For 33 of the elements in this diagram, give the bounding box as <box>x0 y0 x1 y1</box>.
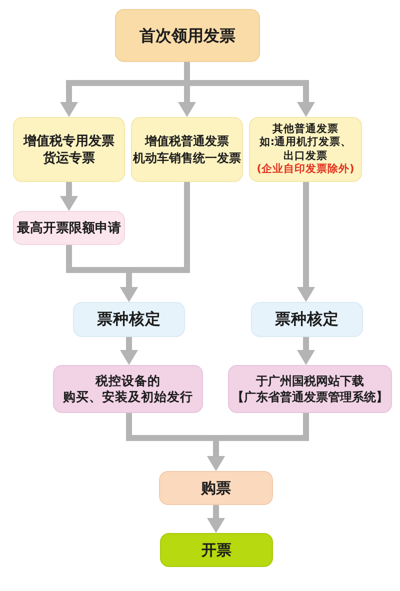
step-label: 首次领用发票 <box>140 26 236 46</box>
exception-note: (企业自印发票除外) <box>256 163 354 176</box>
arrow <box>120 182 190 302</box>
step-label: 税控设备的购买、安装及初始发行 <box>62 373 194 405</box>
step-label: 票种核定 <box>97 310 161 329</box>
arrow <box>120 337 138 365</box>
process-box <box>13 211 125 245</box>
example-text: 如:通用机打发票、出口发票 <box>258 136 353 163</box>
arrow <box>297 337 315 365</box>
step-label: 于广州国税网站下载【广东省普通发票管理系统】 <box>232 373 388 405</box>
arrow <box>207 413 309 471</box>
invoice-type-label: 货运专票 <box>43 150 95 166</box>
arrow <box>207 505 225 533</box>
process-box <box>73 302 185 337</box>
process-box <box>13 117 125 182</box>
process-box <box>249 117 362 182</box>
process-box <box>53 365 203 413</box>
invoice-type-label: 机动车销售统一发票 <box>133 150 241 166</box>
invoice-type-label: 增值税专用发票 <box>24 132 114 150</box>
process-box <box>160 533 273 567</box>
step-label: 最高开票限额申请 <box>17 220 121 236</box>
arrow <box>297 182 315 302</box>
process-box <box>131 117 243 182</box>
invoice-type-label: 增值税普通发票 <box>145 132 229 150</box>
step-label: 票种核定 <box>275 310 339 329</box>
process-box <box>228 365 392 413</box>
process-box <box>159 471 273 505</box>
process-box <box>115 9 260 62</box>
step-label: 开票 <box>202 540 232 560</box>
category-heading: 其他普通发票 <box>272 122 338 136</box>
process-box <box>251 302 363 337</box>
arrow <box>60 182 78 211</box>
step-label: 购票 <box>201 478 231 498</box>
